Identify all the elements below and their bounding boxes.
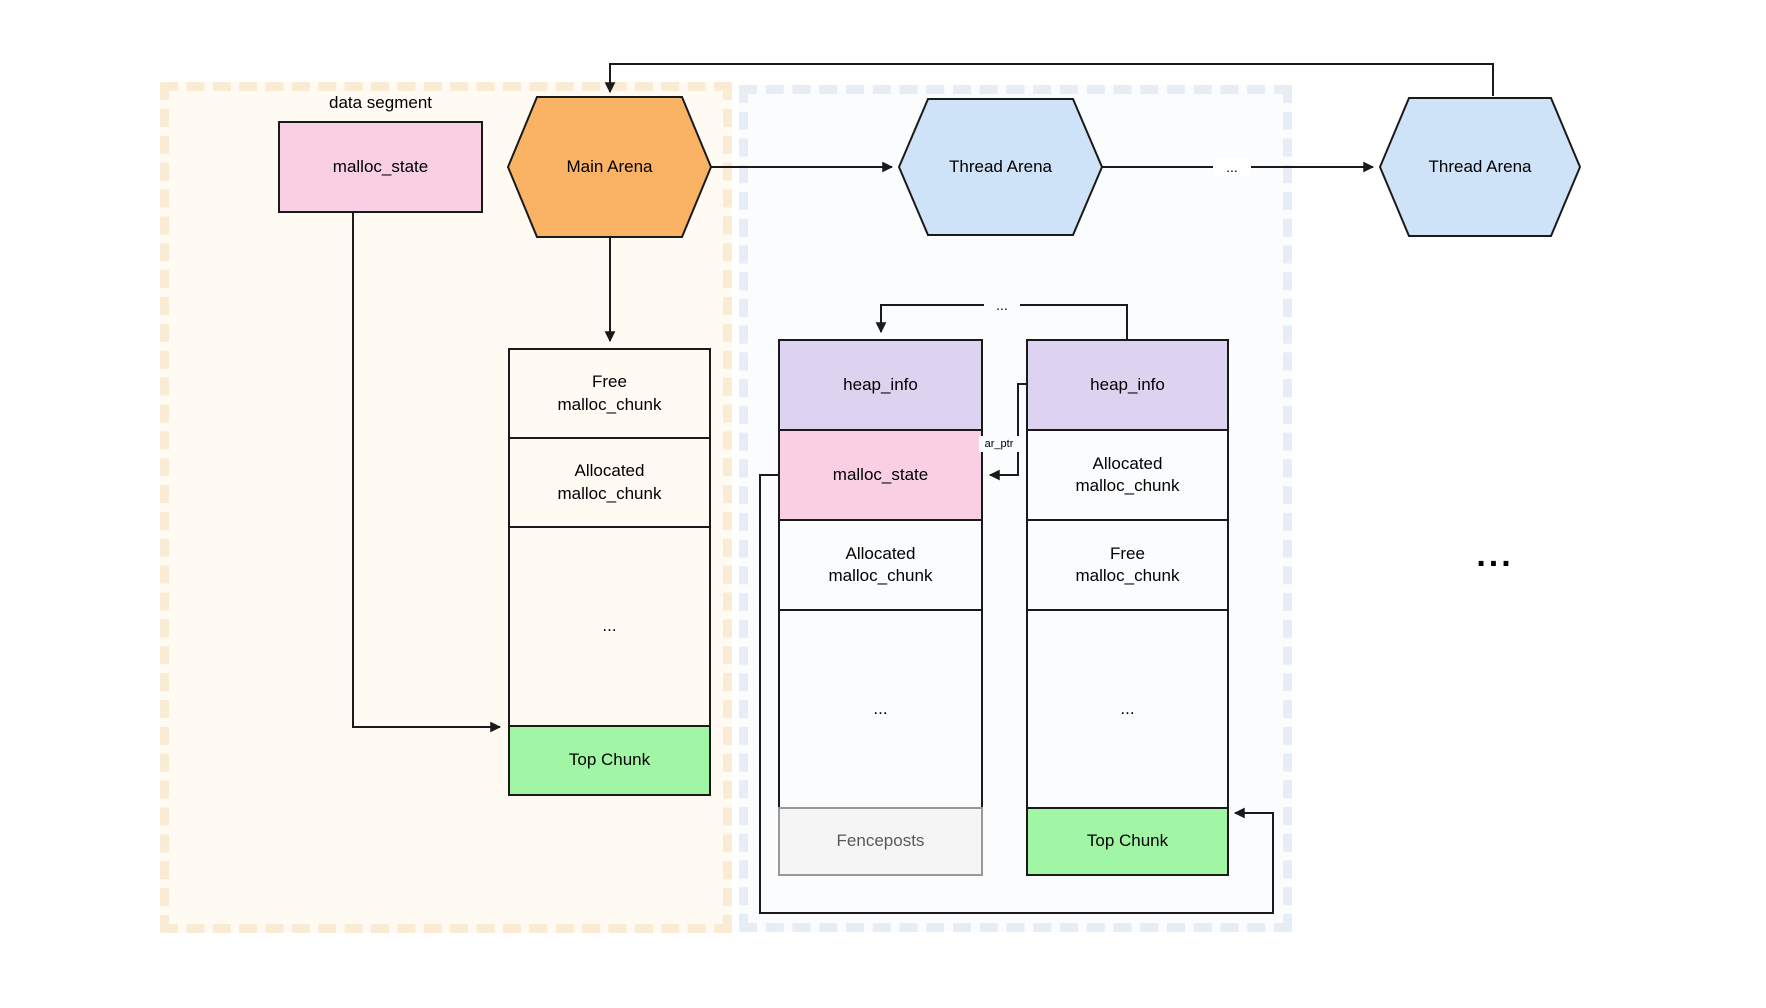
more-chunks-row: ... (778, 609, 983, 809)
malloc-state-box: malloc_state (278, 121, 483, 213)
more-chunks-row: ... (1026, 609, 1229, 809)
free-malloc-chunk-row: Free malloc_chunk (508, 348, 711, 439)
thread-heap-stack-1: heap_info malloc_state Allocated malloc_… (778, 339, 983, 876)
heap-link-ellipsis: ... (984, 296, 1020, 314)
thread-arena1-label: Thread Arena (948, 157, 1052, 177)
arena-link-ellipsis: ... (1213, 158, 1251, 176)
fenceposts-row: Fenceposts (778, 807, 983, 876)
thread-heap-stack-2: heap_info Allocated malloc_chunk Free ma… (1026, 339, 1229, 876)
top-chunk-row: Top Chunk (508, 725, 711, 796)
data-segment-label: data segment (328, 93, 432, 113)
more-arenas-ellipsis: ... (1476, 535, 1514, 574)
heap-info-row: heap_info (1026, 339, 1229, 431)
ar-ptr-label: ar_ptr (979, 436, 1019, 452)
top-chunk-row: Top Chunk (1026, 807, 1229, 876)
allocated-malloc-chunk-row: Allocated malloc_chunk (508, 437, 711, 528)
main-arena-label: Main Arena (566, 157, 653, 177)
malloc-state-row: malloc_state (778, 429, 983, 521)
more-chunks-row: ... (508, 526, 711, 727)
thread-arena2-label: Thread Arena (1428, 157, 1532, 177)
main-heap-stack: Free malloc_chunk Allocated malloc_chunk… (508, 348, 711, 796)
heap-info-row: heap_info (778, 339, 983, 431)
free-malloc-chunk-row: Free malloc_chunk (1026, 519, 1229, 611)
allocated-malloc-chunk-row: Allocated malloc_chunk (778, 519, 983, 611)
allocated-malloc-chunk-row: Allocated malloc_chunk (1026, 429, 1229, 521)
